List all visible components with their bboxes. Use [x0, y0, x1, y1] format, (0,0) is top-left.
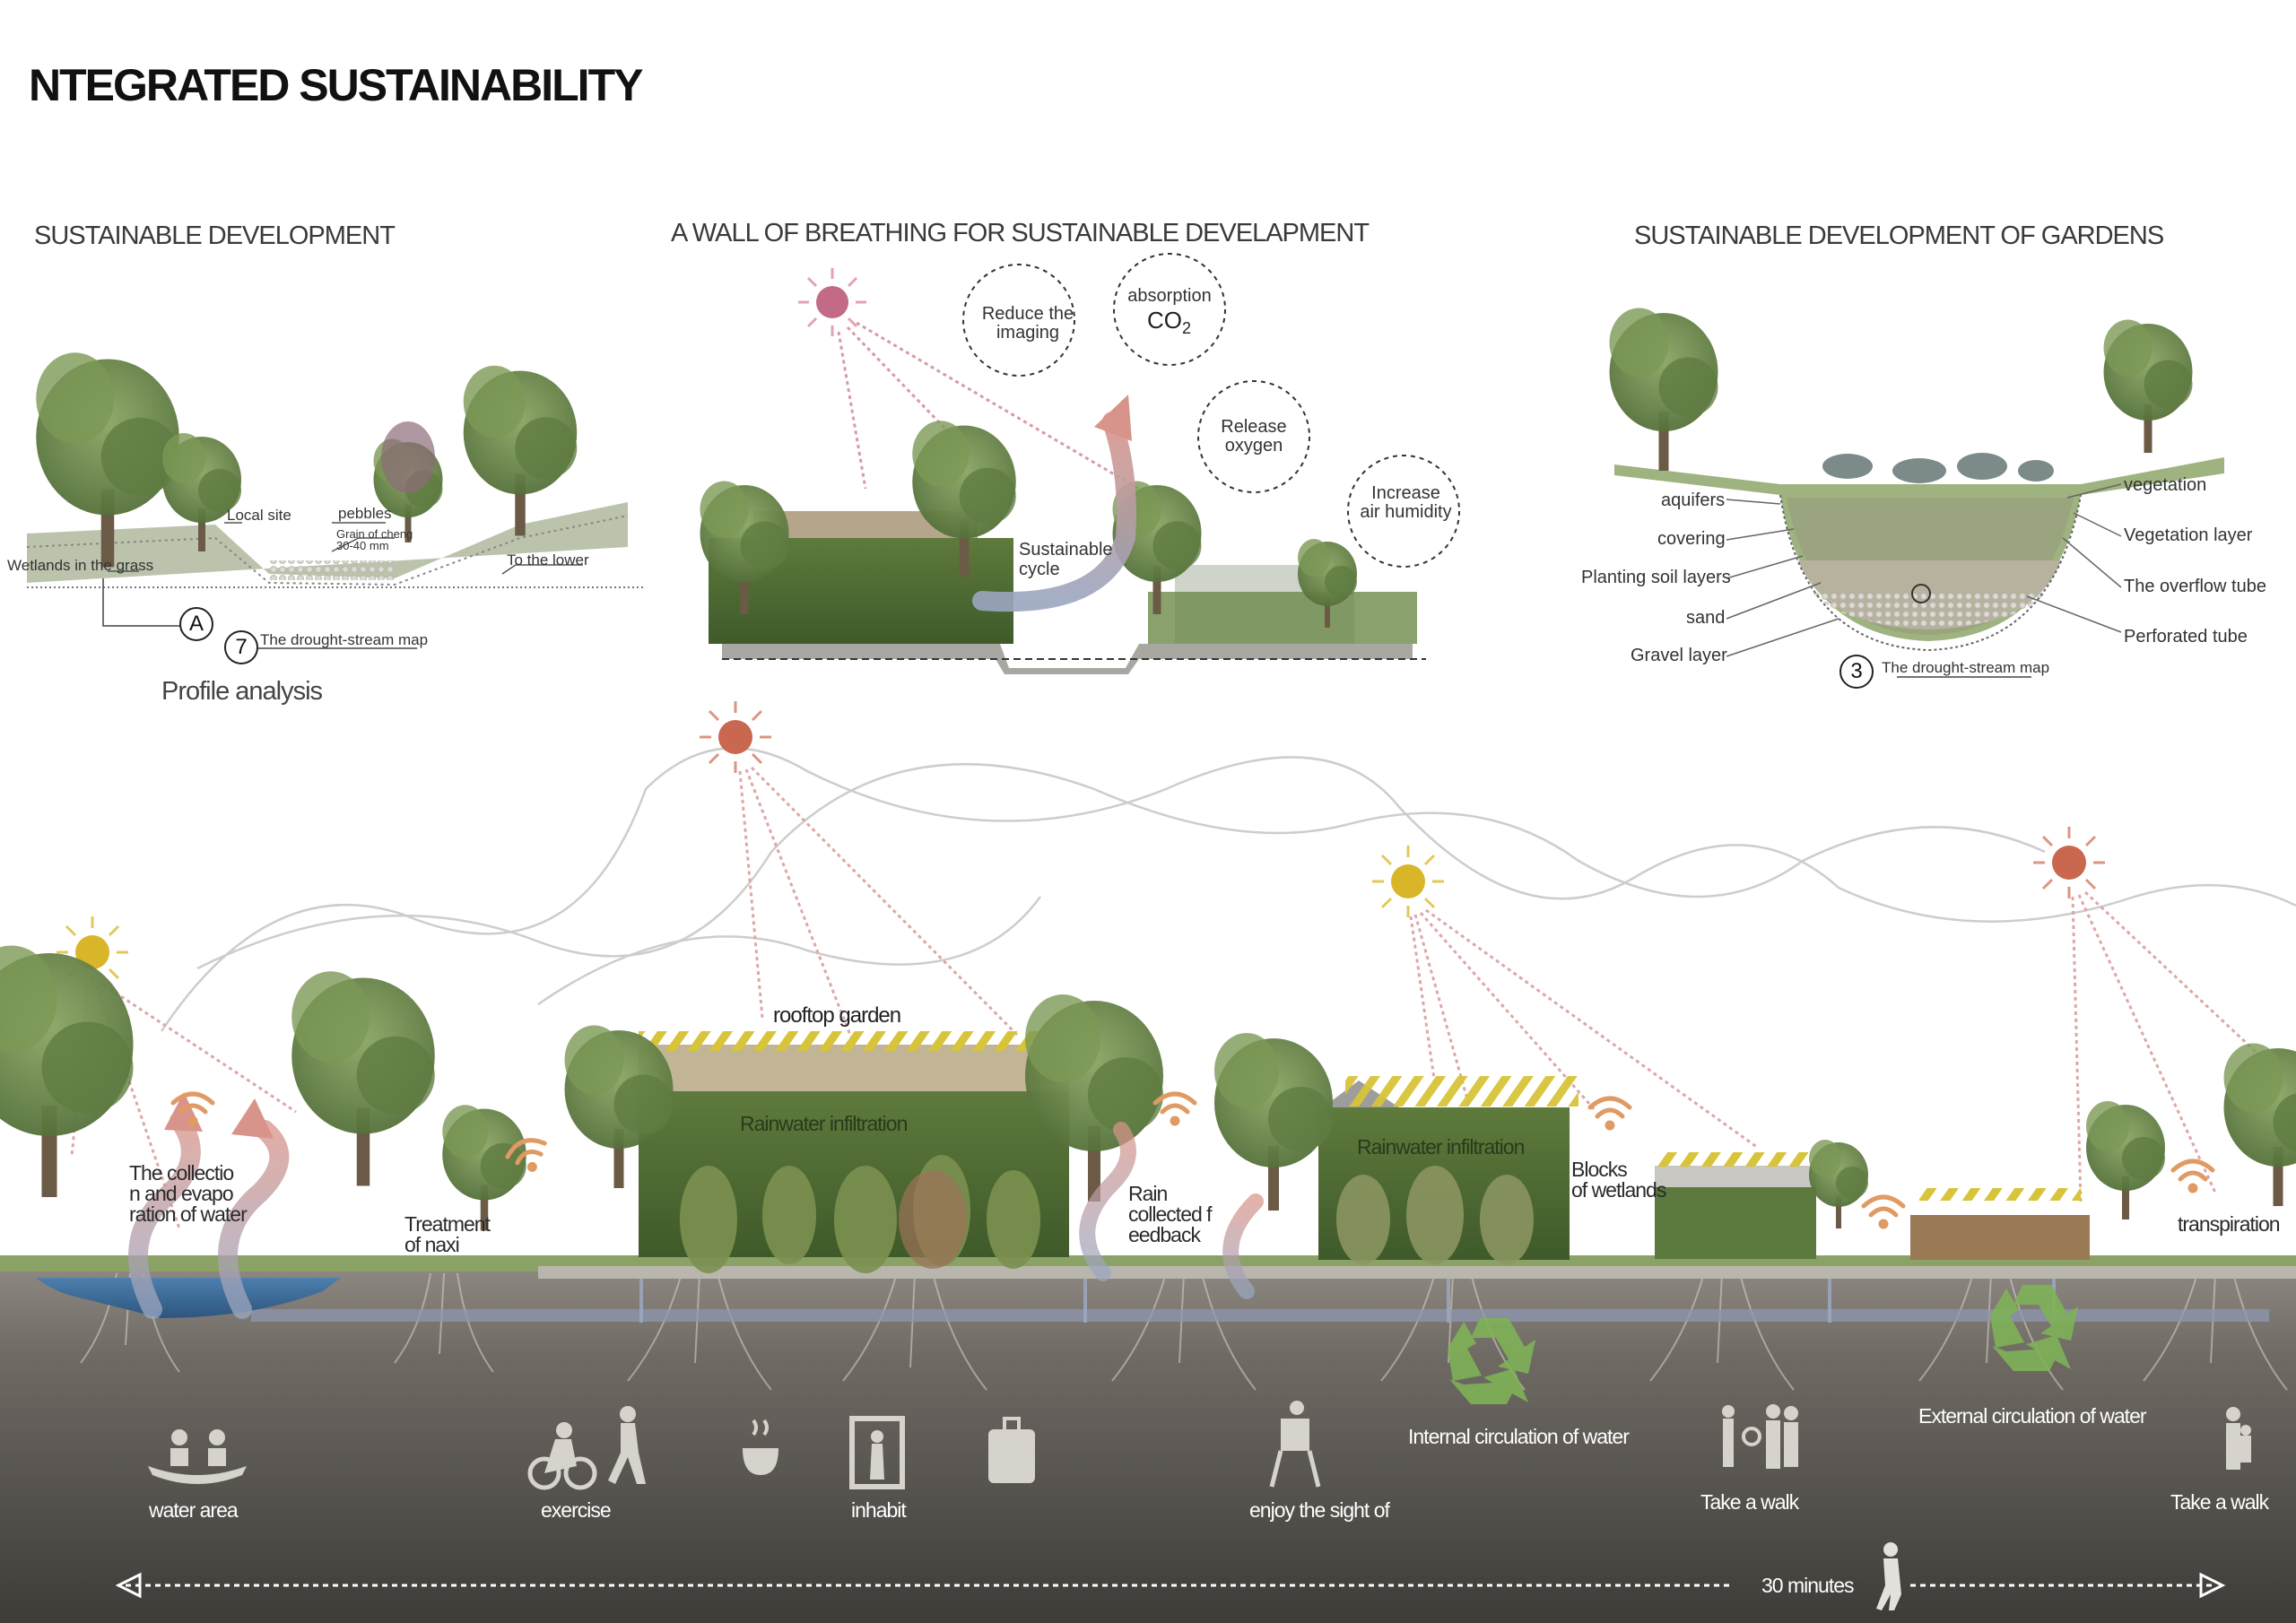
time-bar-label: 30 minutes [1761, 1574, 1855, 1597]
walker-icon [2226, 1407, 2251, 1470]
coffee-icon [743, 1419, 778, 1475]
cyclist-icon [527, 1422, 597, 1490]
section-drawing [0, 701, 2296, 1623]
signal-icon [2170, 1159, 2215, 1193]
sun-icon [2033, 827, 2105, 898]
rain-collected-label: Rain collected f eedback [1128, 1182, 1213, 1246]
internal-circulation-label: Internal circulation of water [1408, 1425, 1630, 1448]
signal-icon [170, 1091, 215, 1126]
signal-icon [505, 1138, 547, 1172]
walker-icon [1722, 1404, 1798, 1469]
breathing-wall-drawing [700, 253, 1460, 674]
label-lower: To the lower [507, 551, 589, 568]
sun-icon [1372, 846, 1444, 917]
arrow-icon [2199, 1572, 2226, 1599]
activity-walk-2: Take a walk [2170, 1490, 2269, 1514]
sun-icon [798, 268, 866, 336]
recycle-icon [1448, 1318, 1535, 1404]
profile-caption: Profile analysis [161, 677, 323, 706]
label-gravel: Gravel layer [1631, 646, 1727, 665]
marker-3: 3 [1839, 655, 1874, 689]
label-grain: Grain of cheng 30-40 mm [336, 527, 413, 552]
external-circulation-label: External circulation of water [1918, 1404, 2147, 1428]
treatment-label: Treatment of naxi [404, 1212, 491, 1256]
signal-icon [1861, 1194, 1906, 1229]
rooftop-label: rooftop garden [773, 1003, 901, 1028]
bubble-absorption: absorption [1127, 286, 1212, 306]
label-sand: sand [1686, 608, 1726, 628]
person-icon [1876, 1542, 1901, 1610]
transpiration-label: transpiration [2178, 1212, 2281, 1236]
label-pebbles: pebbles [338, 505, 392, 522]
wetlands-blocks-label: Blocks of wetlands [1571, 1158, 1666, 1202]
gardens-map-label: The drought-stream map [1882, 659, 2050, 676]
profile-drawing [26, 352, 646, 649]
cycle-label: Sustainable cycle [1019, 540, 1113, 579]
label-wetlands: Wetlands in the grass [7, 557, 154, 574]
wall-heading: A WALL OF BREATHING FOR SUSTAINABLE DEVE… [671, 219, 1370, 247]
canoe-icon [148, 1429, 247, 1484]
sun-icon [700, 701, 771, 773]
bag-icon [988, 1417, 1035, 1483]
label-local-site: Local site [227, 507, 291, 524]
signal-icon [1587, 1096, 1632, 1131]
arrow-icon [1094, 395, 1132, 441]
label-covering: covering [1657, 529, 1726, 549]
label-aquifers: aquifers [1661, 490, 1726, 510]
rain-infiltration-2: Rainwater infiltration [1357, 1135, 1525, 1159]
label-overflow-tube: The overflow tube [2124, 577, 2266, 596]
activity-enjoy: enjoy the sight of [1249, 1498, 1390, 1522]
painter-icon [1269, 1401, 1321, 1488]
label-planting-soil: Planting soil layers [1581, 568, 1731, 587]
poster-title: NTEGRATED SUSTAINABILITY [29, 60, 643, 110]
collection-label: The collectio n and evapo ration of wate… [129, 1161, 248, 1226]
label-vegetation-layer: Vegetation layer [2124, 525, 2253, 545]
arrow-icon [115, 1572, 142, 1599]
arrow-icon [231, 1098, 274, 1139]
recycle-icon [1990, 1285, 2078, 1371]
activity-water-area: water area [149, 1498, 239, 1522]
activity-exercise: exercise [541, 1498, 612, 1522]
marker-7: 7 [224, 630, 258, 664]
garden-drawing [1609, 308, 2224, 678]
marker-a: A [179, 607, 213, 641]
label-vegetation: vegetation [2124, 475, 2207, 495]
bubble-oxygen: Release oxygen [1221, 417, 1287, 456]
activity-walk-1: Take a walk [1700, 1490, 1799, 1514]
gardens-heading: SUSTAINABLE DEVELOPMENT OF GARDENS [1634, 221, 2164, 250]
development-heading: SUSTAINABLE DEVELOPMENT [34, 221, 396, 250]
label-perforated-tube: Perforated tube [2124, 627, 2248, 647]
bubble-co2: CO2 [1147, 307, 1192, 338]
door-icon [849, 1416, 905, 1489]
rain-infiltration-1: Rainwater infiltration [740, 1112, 908, 1135]
runner-icon [608, 1406, 646, 1484]
bubble-reduce: Reduce the imaging [981, 304, 1074, 343]
bubble-humidity: Increase air humidity [1360, 483, 1452, 522]
development-map-label: The drought-stream map [260, 631, 429, 648]
signal-icon [1152, 1091, 1197, 1126]
activity-inhabit: inhabit [851, 1498, 907, 1522]
